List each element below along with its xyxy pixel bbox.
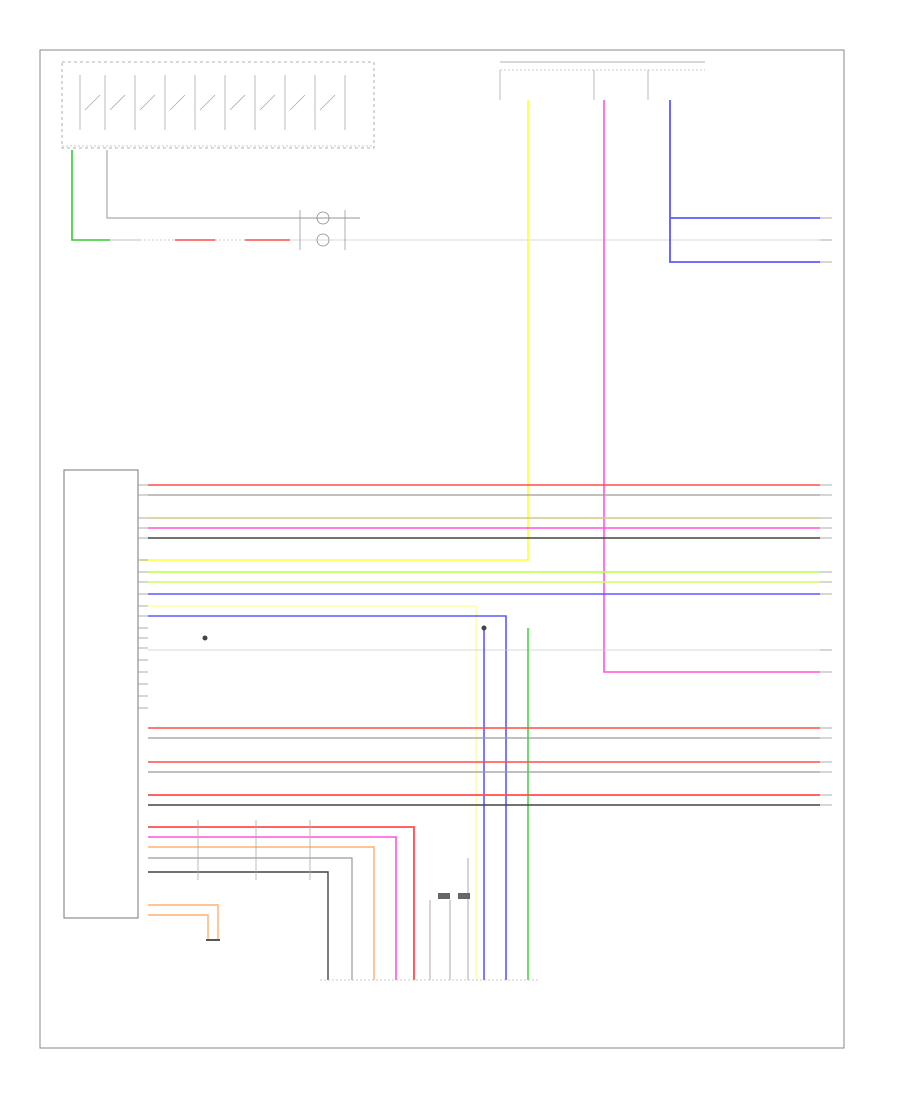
right-pin-stubs [820, 217, 832, 806]
splice-icon [481, 625, 487, 631]
connector-icon [438, 893, 470, 899]
control-module-box [63, 469, 139, 919]
module-pin-stubs [138, 484, 148, 709]
lower-harness [148, 820, 540, 981]
bus-wires [148, 484, 820, 980]
top-right-feeds [140, 61, 820, 673]
top-left-harness [71, 150, 820, 250]
ground-icon [202, 635, 208, 641]
switch-block [61, 61, 375, 149]
orange-pair [148, 904, 220, 941]
diagram-frame [39, 49, 845, 1049]
